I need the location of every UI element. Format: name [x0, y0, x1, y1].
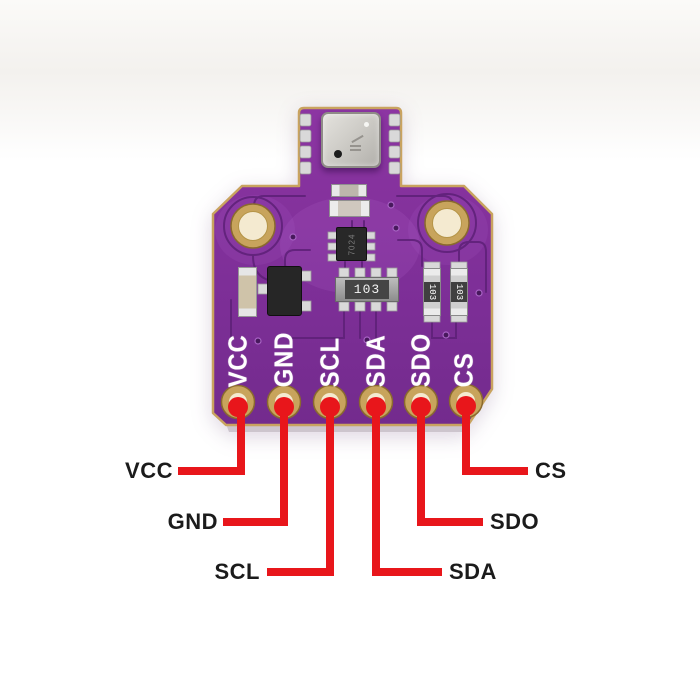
callout-line-vcc — [178, 467, 245, 475]
callout-label-gnd: GND — [167, 509, 218, 534]
callout-label-scl: SCL — [214, 559, 260, 584]
pin-dot-cs — [456, 396, 476, 416]
callout-label-cs: CS — [535, 458, 567, 483]
callout-label-sdo: SDO — [490, 509, 540, 534]
sensor-laser-mark — [350, 149, 361, 151]
callout-label-sda: SDA — [449, 559, 497, 584]
sot23-transistor — [267, 266, 302, 316]
callout-line-scl — [267, 568, 334, 576]
capacitor-left — [238, 267, 257, 317]
resistor-right-b-marking: 103 — [454, 283, 465, 301]
callout-line-cs — [462, 401, 470, 475]
mounting-hole-right — [424, 200, 470, 246]
callout-label-vcc: VCC — [125, 458, 173, 483]
sensor-vent-hole — [334, 150, 342, 158]
pin-dot-scl — [320, 397, 340, 417]
small-ic-marking: 7024 — [346, 233, 356, 255]
pin-dot-sda — [366, 397, 386, 417]
board-outline — [211, 106, 494, 427]
silk-label-vcc: VCC — [223, 334, 253, 388]
gas-sensor-chip — [321, 112, 381, 168]
pin-dot-gnd — [274, 397, 294, 417]
tab-pads — [299, 113, 401, 175]
silk-label-gnd: GND — [269, 331, 299, 388]
callout-line-sdo — [417, 402, 425, 526]
resistor-network: 103 — [335, 277, 399, 302]
callout-line-cs — [462, 467, 528, 475]
resistor-right-a: 103 — [423, 268, 441, 316]
pin-dot-vcc — [228, 397, 248, 417]
small-ic: 7024 — [336, 227, 367, 261]
silk-label-scl: SCL — [315, 336, 345, 388]
callout-line-sda — [372, 568, 442, 576]
callout-line-gnd — [223, 518, 288, 526]
callout-line-vcc — [237, 402, 245, 475]
pin-dot-sdo — [411, 397, 431, 417]
mounting-hole-left — [230, 203, 276, 249]
resistor-right-b: 103 — [450, 268, 468, 316]
pcb-traces — [223, 193, 487, 343]
callout-line-sdo — [417, 518, 483, 526]
sensor-laser-mark — [351, 134, 364, 144]
resistor-network-marking: 103 — [345, 280, 389, 299]
callout-line-scl — [326, 402, 334, 576]
resistor-right-a-marking: 103 — [427, 283, 438, 301]
capacitor-top-1 — [331, 184, 367, 197]
sensor-glint — [364, 122, 369, 127]
silk-label-sda: SDA — [361, 334, 391, 388]
capacitor-top-2 — [329, 200, 370, 217]
silk-label-sdo: SDO — [406, 332, 436, 388]
silk-label-cs: CS — [449, 352, 479, 388]
callout-line-gnd — [280, 402, 288, 526]
sensor-laser-mark — [350, 145, 361, 147]
callout-line-sda — [372, 402, 380, 576]
